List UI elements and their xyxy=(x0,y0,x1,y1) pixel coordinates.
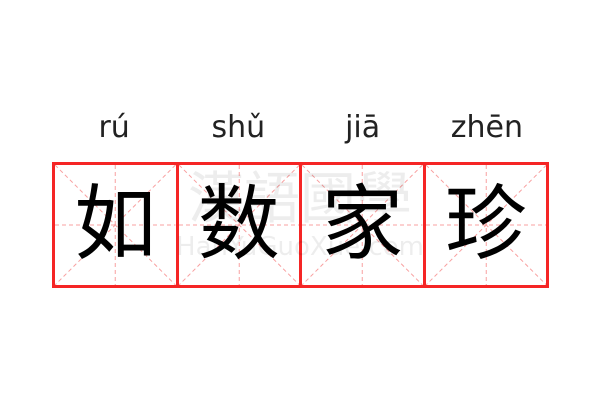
grid-cell: 如 xyxy=(55,165,179,285)
pinyin-1: rú xyxy=(98,110,130,145)
character-2: 数 xyxy=(197,177,280,272)
character-1: 如 xyxy=(74,177,157,272)
pinyin-2: shǔ xyxy=(211,110,266,145)
grid-cell: 珍 xyxy=(426,165,547,285)
character-4: 珍 xyxy=(444,177,527,272)
grid-cell: 数 xyxy=(179,165,302,285)
pinyin-row: rú shǔ jiā zhēn xyxy=(52,108,549,148)
guide-lines xyxy=(426,165,547,285)
character-3: 家 xyxy=(321,177,404,272)
character-grid: 如 数 家 珍 xyxy=(52,162,549,288)
pinyin-4: zhēn xyxy=(450,110,523,145)
grid-cell: 家 xyxy=(302,165,426,285)
guide-lines xyxy=(55,165,176,285)
guide-lines xyxy=(302,165,423,285)
guide-lines xyxy=(179,165,300,285)
pinyin-3: jiā xyxy=(345,110,381,145)
